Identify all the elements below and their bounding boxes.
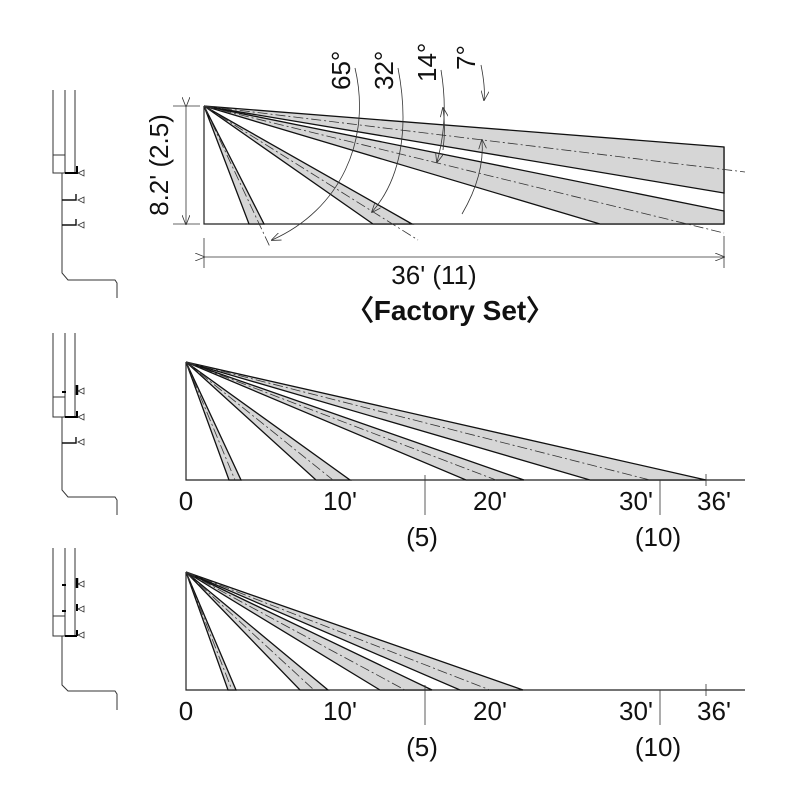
axis-label-10m: (10) xyxy=(635,522,681,552)
angle-label-32: 32° xyxy=(369,51,399,90)
setting-diagram-2: 0 10' 20' 30' 36' (5) (10) xyxy=(52,333,745,552)
beam-7deg xyxy=(203,105,725,194)
height-dimension-label: 8.2' (2.5) xyxy=(144,114,174,216)
angle-label-7: 7° xyxy=(451,45,481,70)
mounting-sketch-1 xyxy=(52,90,118,298)
beam-14deg xyxy=(203,105,725,225)
axis-label-30ft: 30' xyxy=(619,486,653,516)
axis-label-30ft: 30' xyxy=(619,696,653,726)
axis-label-20ft: 20' xyxy=(473,696,507,726)
axis-label-36ft: 36' xyxy=(697,486,731,516)
mounting-sketch-3 xyxy=(52,548,118,710)
axis-label-5m: (5) xyxy=(406,732,438,762)
factory-set-diagram: 65° 32° 14° 7° 8.2' (2.5) 36' (11) 〈Fact… xyxy=(52,43,746,326)
axis-label-5m: (5) xyxy=(406,522,438,552)
axis-label-20ft: 20' xyxy=(473,486,507,516)
axis-label-10ft: 10' xyxy=(323,486,357,516)
beam-65deg xyxy=(203,105,266,225)
setting-diagram-3: 0 10' 20' 30' 36' (5) (10) xyxy=(52,548,745,762)
angle-label-65: 65° xyxy=(326,51,356,90)
axis-label-0: 0 xyxy=(179,696,193,726)
axis-label-10m: (10) xyxy=(635,732,681,762)
axis-label-10ft: 10' xyxy=(323,696,357,726)
axis-label-0: 0 xyxy=(179,486,193,516)
width-dimension-label: 36' (11) xyxy=(391,260,476,290)
axis-label-36ft: 36' xyxy=(697,696,731,726)
factory-set-caption: 〈Factory Set〉 xyxy=(346,295,555,326)
angle-label-14: 14° xyxy=(412,43,442,82)
mounting-sketch-2 xyxy=(52,333,118,515)
